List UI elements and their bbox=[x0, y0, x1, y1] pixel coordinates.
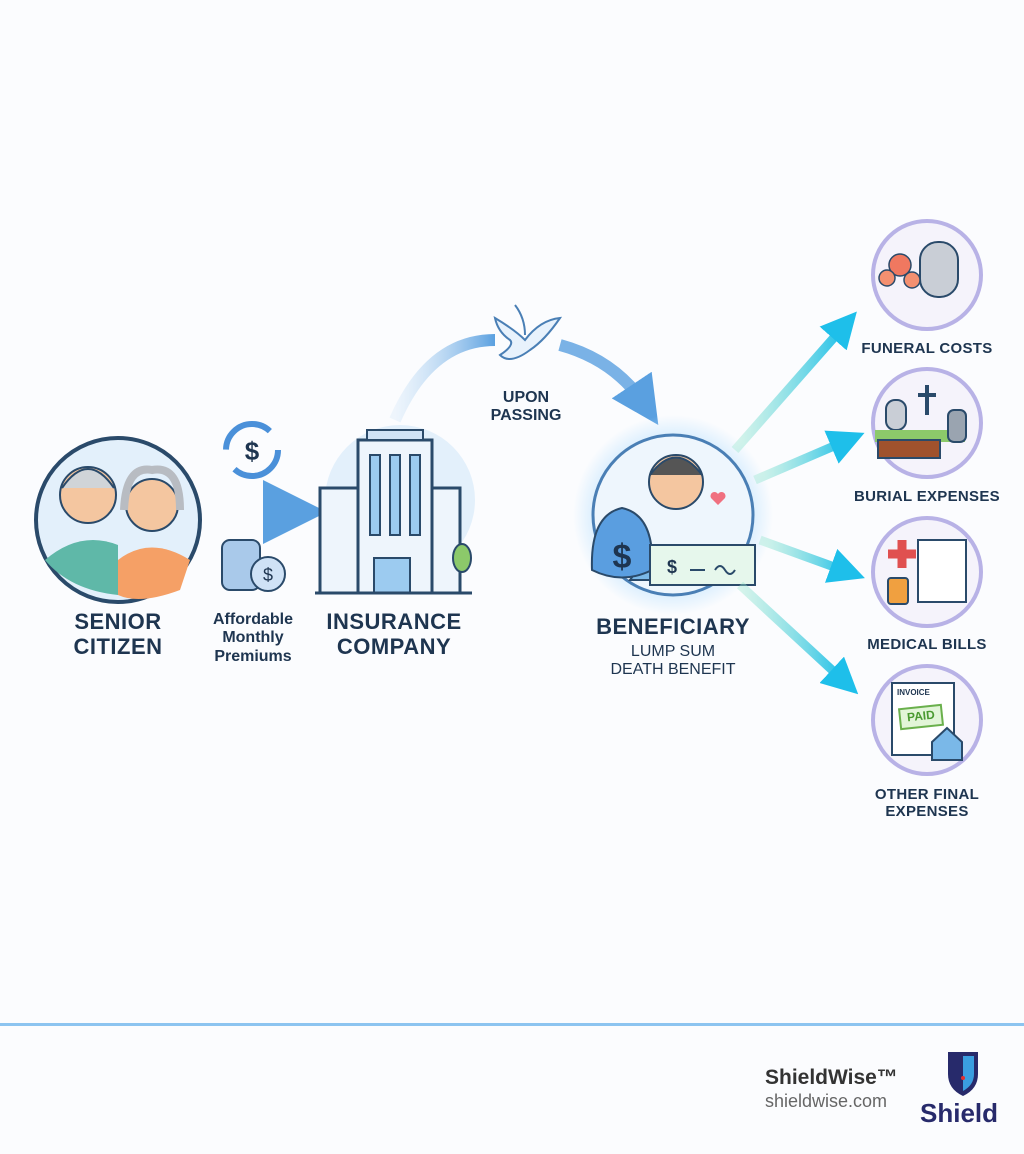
arrow-to-other bbox=[736, 581, 859, 695]
senior-couple-icon bbox=[34, 436, 202, 604]
beneficiary-icon: $ $ bbox=[573, 415, 773, 615]
dove-icon bbox=[493, 304, 563, 360]
brand-name: ShieldWise™ bbox=[765, 1066, 898, 1089]
recurring-payment-icon: $ bbox=[223, 421, 281, 479]
paid-stamp: PAID bbox=[906, 707, 936, 725]
logo-text: Shield bbox=[920, 1098, 999, 1128]
paid-invoice-house-icon bbox=[871, 664, 983, 776]
beneficiary-label: BENEFICIARY bbox=[596, 614, 750, 639]
svg-text:$: $ bbox=[667, 557, 677, 577]
medical-bills-label: MEDICAL BILLS bbox=[867, 636, 987, 653]
brand-url[interactable]: shieldwise.com bbox=[765, 1091, 888, 1111]
svg-text:$: $ bbox=[245, 436, 260, 466]
funeral-flowers-headstone-icon bbox=[871, 219, 983, 331]
insurance-building-icon bbox=[315, 425, 475, 595]
arrow-to-medical bbox=[758, 535, 865, 583]
funeral-costs-label: FUNERAL COSTS bbox=[861, 340, 993, 357]
arrow-to-funeral bbox=[731, 311, 857, 453]
arrow-to-burial bbox=[753, 430, 865, 485]
burial-expenses-label: BURIAL EXPENSES bbox=[854, 488, 1000, 505]
svg-text:$: $ bbox=[263, 565, 273, 585]
footer-divider bbox=[0, 1023, 1024, 1026]
coins-icon: $ bbox=[221, 539, 286, 592]
footer-brand: ShieldWise™ shieldwise.com bbox=[765, 1066, 898, 1112]
svg-text:$: $ bbox=[613, 538, 632, 576]
passing-arc-arrow bbox=[389, 334, 496, 423]
invoice-text: INVOICE bbox=[897, 688, 930, 697]
shieldwise-logo-icon bbox=[948, 1052, 978, 1096]
casket-cemetery-icon bbox=[871, 367, 983, 479]
medical-bill-icon bbox=[871, 516, 983, 628]
